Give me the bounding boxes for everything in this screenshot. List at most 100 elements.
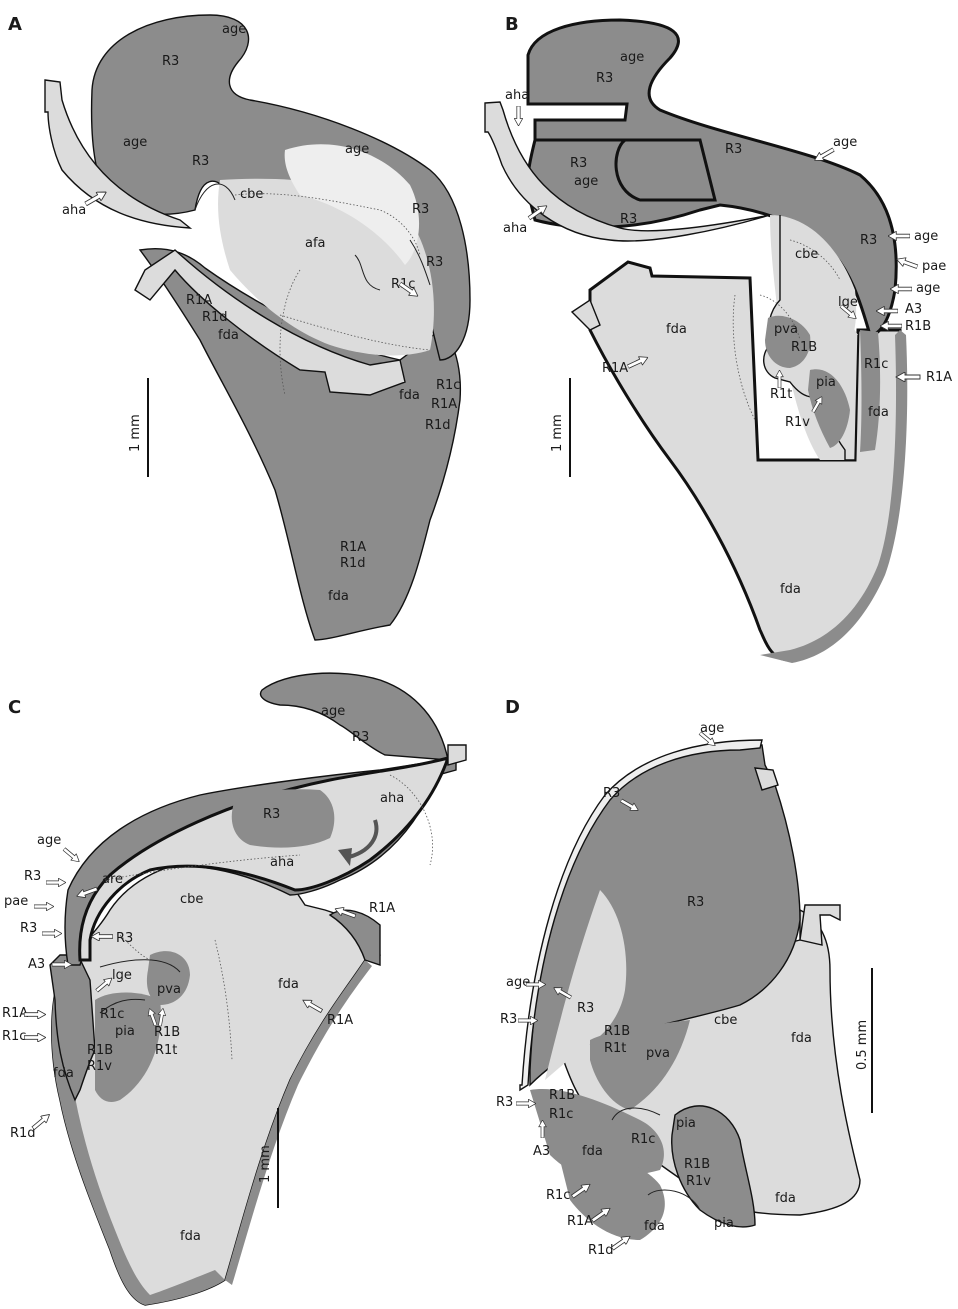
panel-a: A age R3 age R3 age aha cbe afa R3 R3 R1… xyxy=(8,14,470,640)
label: cbe xyxy=(714,1013,737,1028)
label: fda xyxy=(278,977,299,992)
label: fda xyxy=(791,1031,812,1046)
scale-label-c: 1 mm xyxy=(258,1145,273,1183)
panel-letter-c: C xyxy=(8,697,21,718)
label: aha xyxy=(380,791,404,806)
label: R1B xyxy=(549,1088,575,1103)
label: R3 xyxy=(725,142,742,157)
label: afa xyxy=(305,236,326,251)
label: R1c xyxy=(2,1029,26,1044)
label: R1c xyxy=(546,1188,570,1203)
label: cbe xyxy=(240,187,263,202)
label: age xyxy=(620,50,644,65)
label: R3 xyxy=(570,156,587,171)
scale-label-d: 0.5 mm xyxy=(855,1020,870,1070)
arrow-icon xyxy=(34,902,54,910)
arrow-icon xyxy=(514,106,522,126)
label: fda xyxy=(775,1191,796,1206)
label: R3 xyxy=(426,255,443,270)
label: R1A xyxy=(567,1214,593,1229)
label: R1B xyxy=(154,1025,180,1040)
aha-tab-c xyxy=(448,745,466,765)
label: R3 xyxy=(162,54,179,69)
label: pia xyxy=(115,1024,135,1039)
fda-tab-d xyxy=(800,905,840,945)
panel-letter-a: A xyxy=(8,14,22,35)
label: pae xyxy=(922,259,946,274)
label: R1c xyxy=(100,1007,124,1022)
label: A3 xyxy=(533,1144,550,1159)
label: R3 xyxy=(860,233,877,248)
arrow-icon xyxy=(42,929,62,937)
arrow-icon xyxy=(24,1033,46,1042)
scale-label-b: 1 mm xyxy=(550,414,565,452)
label: R1B xyxy=(604,1024,630,1039)
label: R3 xyxy=(263,807,280,822)
arrow-icon xyxy=(46,878,66,886)
panel-c: C age R3 aha R3 aha age R3 are pae xyxy=(2,673,466,1305)
label: R3 xyxy=(500,1012,517,1027)
label: fda xyxy=(53,1066,74,1081)
arrow-icon xyxy=(895,255,919,271)
label: pva xyxy=(157,982,181,997)
label: pva xyxy=(774,322,798,337)
label: aha xyxy=(503,221,527,236)
label: R3 xyxy=(603,786,620,801)
label: aha xyxy=(62,203,86,218)
label: R1t xyxy=(604,1041,626,1056)
label: R3 xyxy=(20,921,37,936)
label: pia xyxy=(816,375,836,390)
label: R1B xyxy=(684,1157,710,1172)
label: R1d xyxy=(340,556,366,571)
label: age xyxy=(222,22,246,37)
label: R3 xyxy=(192,154,209,169)
label: are xyxy=(102,872,123,887)
r3-inner-c xyxy=(232,789,335,847)
label: R1v xyxy=(785,415,810,430)
label: fda xyxy=(780,582,801,597)
label: fda xyxy=(328,589,349,604)
label: R1A xyxy=(186,293,212,308)
label: A3 xyxy=(905,302,922,317)
label: R1A xyxy=(369,901,395,916)
panel-letter-d: D xyxy=(505,697,520,718)
label: R1v xyxy=(686,1174,711,1189)
label: R3 xyxy=(412,202,429,217)
label: R1d xyxy=(588,1243,614,1258)
label: R1c xyxy=(549,1107,573,1122)
label: age xyxy=(123,135,147,150)
label: fda xyxy=(666,322,687,337)
label: fda xyxy=(582,1144,603,1159)
label: fda xyxy=(644,1219,665,1234)
label: cbe xyxy=(180,892,203,907)
label: R1c xyxy=(864,357,888,372)
label: age xyxy=(914,229,938,244)
label: fda xyxy=(180,1229,201,1244)
scale-label-a: 1 mm xyxy=(128,414,143,452)
arrow-icon xyxy=(61,846,82,865)
label: R1d xyxy=(10,1126,36,1141)
label: R1t xyxy=(770,387,792,402)
label: age xyxy=(345,142,369,157)
panel-letter-b: B xyxy=(505,14,519,35)
label: R1v xyxy=(87,1059,112,1074)
label: A3 xyxy=(28,957,45,972)
label: age xyxy=(833,135,857,150)
label: R1d xyxy=(425,418,451,433)
label: R1A xyxy=(926,370,952,385)
panel-d: D age R3 R3 age R3 R3 cbe fda R1B R1t pv… xyxy=(496,697,872,1258)
label: aha xyxy=(270,855,294,870)
label: cbe xyxy=(795,247,818,262)
label: R1B xyxy=(905,319,931,334)
label: R1c xyxy=(436,378,460,393)
label: R1B xyxy=(791,340,817,355)
label: R1B xyxy=(87,1043,113,1058)
label: R3 xyxy=(116,931,133,946)
label: pae xyxy=(4,894,28,909)
label: R3 xyxy=(496,1095,513,1110)
label: fda xyxy=(868,405,889,420)
r1c-strip-b xyxy=(860,330,880,452)
label: R1A xyxy=(602,361,628,376)
label: pia xyxy=(714,1216,734,1231)
